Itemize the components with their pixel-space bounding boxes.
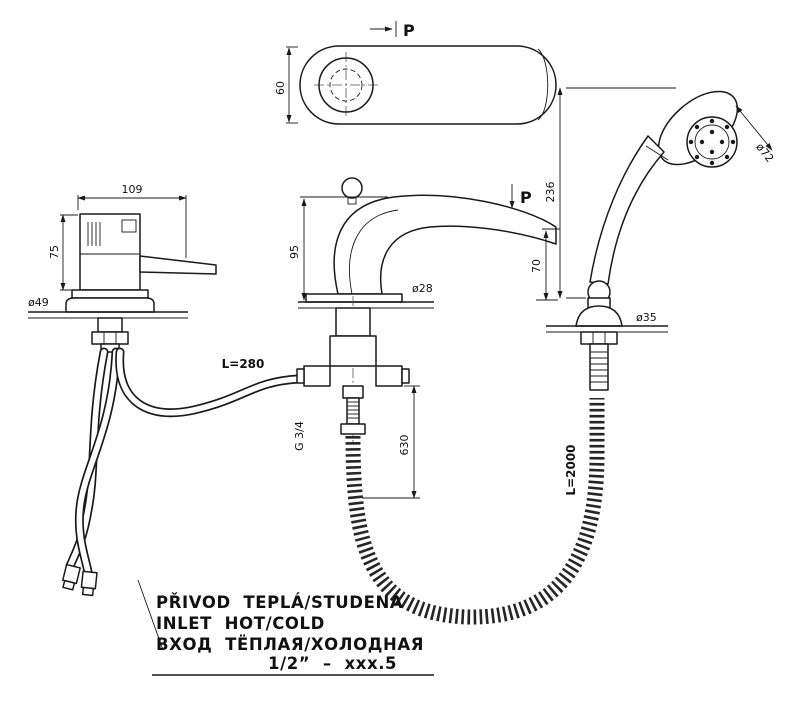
note-russian: ВХОД ТЁПЛАЯ/ХОЛОДНАЯ <box>156 635 424 654</box>
inlet-hose-2-fill <box>76 349 119 575</box>
tail-nut <box>340 423 366 435</box>
connecting-hose-fill <box>116 349 301 416</box>
spray-nozzle-dots <box>688 118 736 166</box>
handshower-unit: 236 ø72 ø35 <box>544 87 776 391</box>
mixer-locknut <box>91 331 129 345</box>
section-label-top: P <box>403 21 415 40</box>
dim-109: 109 <box>122 183 143 196</box>
dim-o35: ø35 <box>636 311 657 324</box>
note-english: INLET HOT/COLD <box>156 614 325 633</box>
valve-hole-outer <box>318 57 374 113</box>
leader-line-to-note <box>137 579 164 651</box>
tee-left-cap <box>296 368 305 384</box>
shower-hose-body <box>345 398 605 625</box>
dim-630: 630 <box>398 435 411 456</box>
mixer-tee-body: G 3/4 630 <box>293 296 420 499</box>
cartridge-detail <box>80 219 140 255</box>
dim-o72: ø72 <box>753 141 776 165</box>
shank-thread-hatching <box>590 351 608 383</box>
spout-escutcheon <box>305 293 403 303</box>
spray-face-inner <box>694 124 730 160</box>
dim-g34: G 3/4 <box>293 421 306 451</box>
tee-right-cap <box>401 368 410 384</box>
dim-95: 95 <box>288 245 301 259</box>
mixer-body <box>79 213 141 291</box>
handle-neck-line <box>645 145 669 161</box>
spout-inner-line <box>349 209 399 295</box>
tee-upper-body <box>335 307 371 337</box>
inlet-hoses <box>62 347 164 651</box>
mixer-valve: 109 75 ø49 <box>28 183 217 353</box>
hose-fitting-2 <box>80 570 98 597</box>
mixer-flange <box>65 297 155 313</box>
dim-line-o72 <box>735 105 773 151</box>
spray-face <box>686 116 738 168</box>
escutcheon-end-curve <box>537 48 549 121</box>
tee-left-port <box>303 365 331 387</box>
spout-unit: ø28 95 70 P <box>288 177 560 309</box>
connecting-hose: L=280 <box>115 347 303 418</box>
dim-75: 75 <box>48 245 61 259</box>
tee-main-body <box>329 335 377 367</box>
inlet-hose-1-fill <box>67 349 107 569</box>
thread-hatching <box>347 401 359 419</box>
dim-70: 70 <box>530 259 543 273</box>
holder-shank <box>589 343 609 391</box>
dim-l2000: L=2000 <box>564 444 578 495</box>
note-connection-spec: 1/2” – xxx.5 <box>268 654 397 673</box>
dim-60: 60 <box>274 81 287 95</box>
notes-block: PŘIVOD TEPLÁ/STUDENÁ INLET HOT/COLD ВХОД… <box>152 593 434 676</box>
diverter-knob <box>341 177 363 199</box>
dim-l280: L=280 <box>222 357 265 371</box>
holder-locknut <box>580 331 618 345</box>
mixer-handle-lever <box>139 255 217 275</box>
waterfall-spout <box>333 194 557 295</box>
holder-escutcheon <box>575 305 623 327</box>
section-label-spout: P <box>520 188 532 207</box>
mixer-shank <box>97 317 123 333</box>
mixer-base-plate <box>71 289 149 299</box>
valve-hole-inner <box>329 68 363 102</box>
dim-o49: ø49 <box>28 296 49 309</box>
tee-neck <box>342 385 364 399</box>
dim-236: 236 <box>544 182 557 203</box>
tee-right-port <box>375 365 403 387</box>
shower-handle <box>589 135 665 285</box>
plan-view: P 60 <box>274 21 557 125</box>
dim-o28: ø28 <box>412 282 433 295</box>
note-czech: PŘIVOD TEPLÁ/STUDENÁ <box>156 593 403 612</box>
shower-hose: L=2000 <box>345 398 605 625</box>
hose-fitting-1 <box>62 563 81 591</box>
